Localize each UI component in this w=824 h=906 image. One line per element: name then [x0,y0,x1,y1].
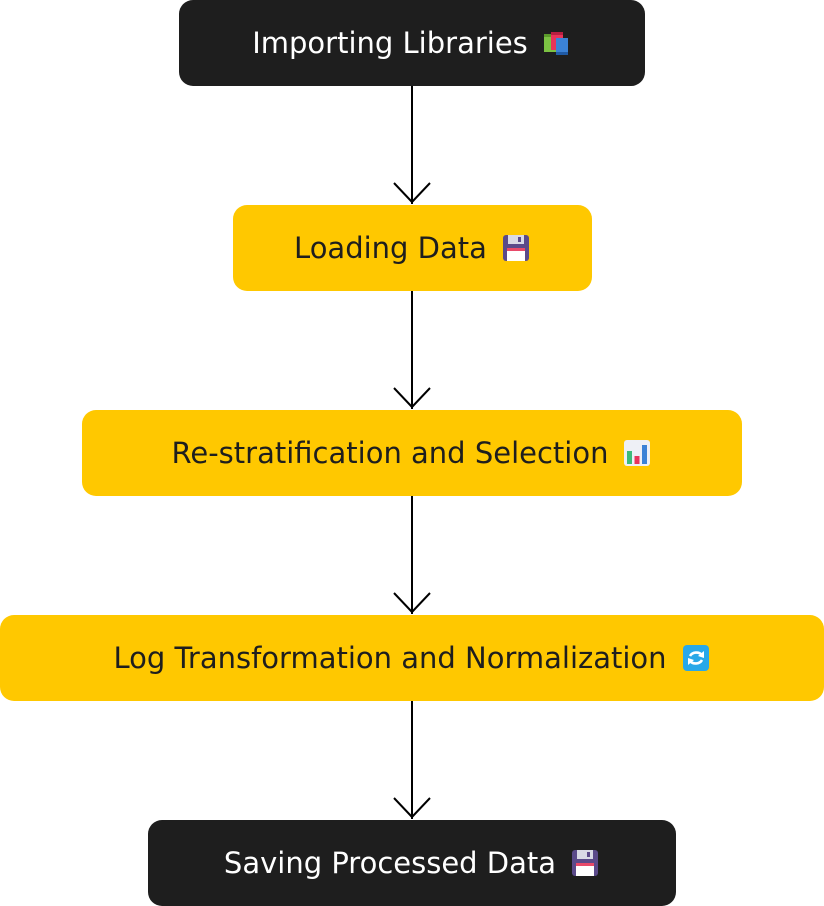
step-label: Re-stratification and Selection [171,436,609,470]
bar-chart-icon [622,438,652,468]
arrow-lognorm-to-save [393,701,431,819]
floppy-disk-icon [501,233,531,263]
step-re-stratification-and-selection: Re-stratification and Selection [82,410,742,496]
step-importing-libraries: Importing Libraries [179,0,645,86]
step-loading-data: Loading Data [233,205,592,291]
step-label: Saving Processed Data [223,846,557,880]
books-icon [542,28,572,58]
step-label: Importing Libraries [252,26,528,60]
step-label: Log Transformation and Normalization [113,641,667,675]
floppy-disk-icon [570,848,600,878]
arrow-load-to-restrat [393,291,431,409]
refresh-arrows-icon [681,643,711,673]
step-saving-processed-data: Saving Processed Data [148,820,676,906]
step-log-transformation-and-normalization: Log Transformation and Normalization [0,615,824,701]
arrow-restrat-to-lognorm [393,496,431,614]
step-label: Loading Data [294,231,487,265]
arrow-import-to-load [393,86,431,204]
